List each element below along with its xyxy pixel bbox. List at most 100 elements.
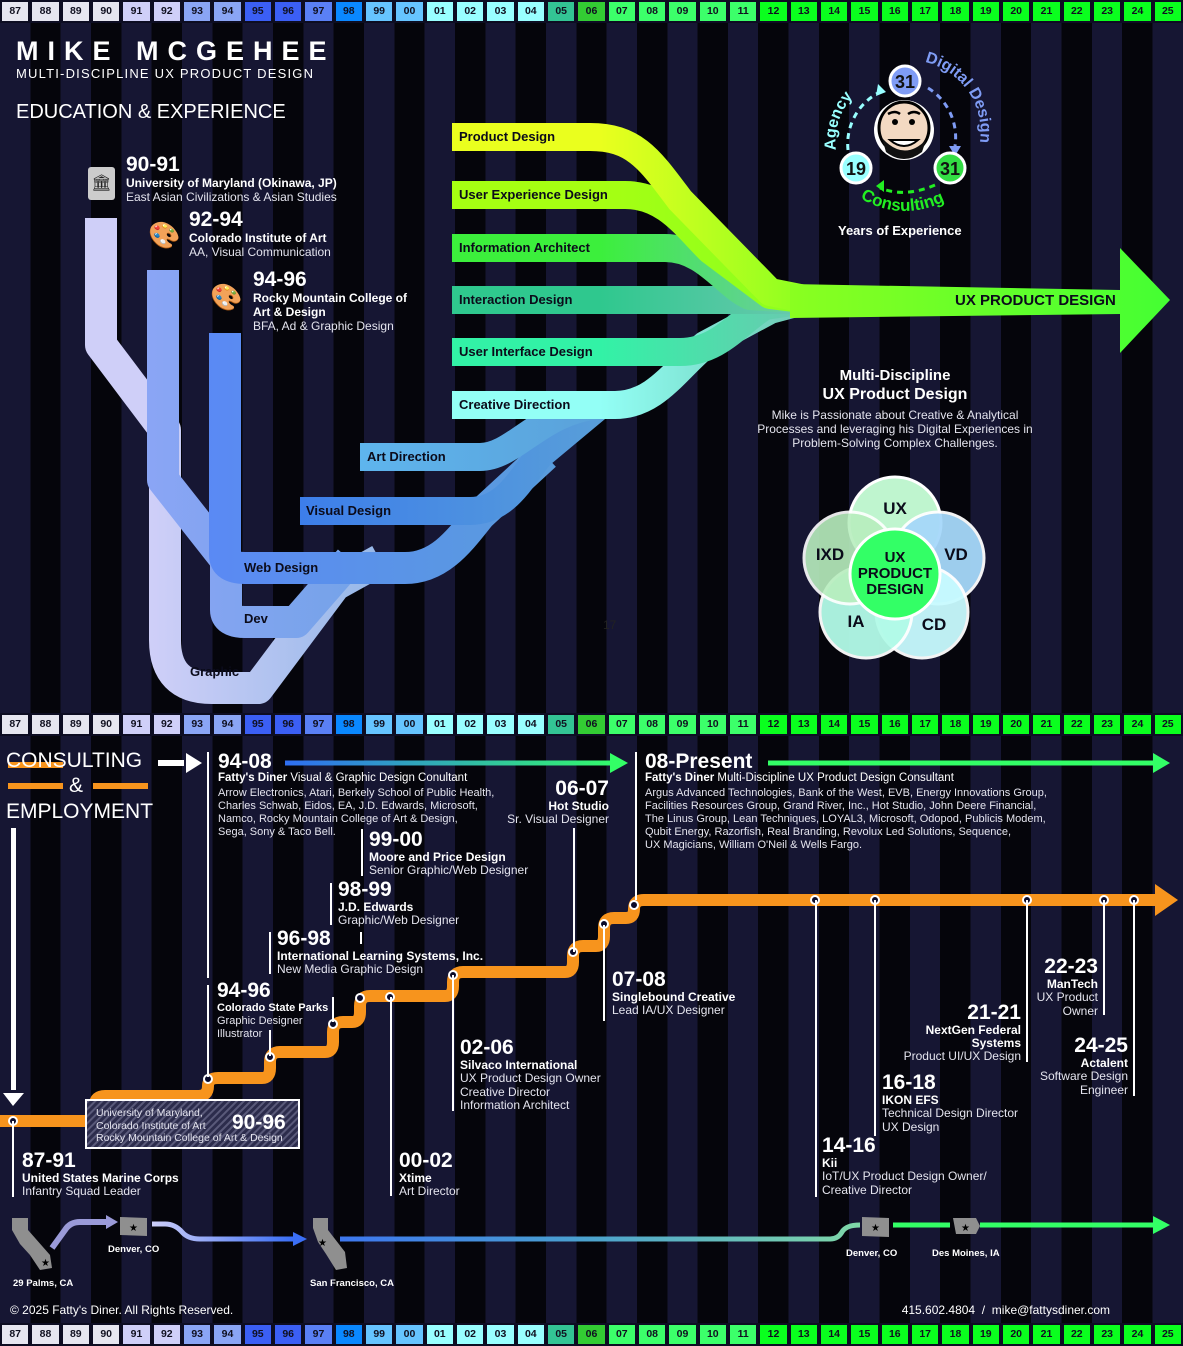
year-badge: 21 — [1033, 715, 1060, 734]
year-badge: 13 — [790, 1325, 817, 1344]
svg-text:★: ★ — [129, 1223, 138, 1234]
year-badge: 08 — [639, 1325, 666, 1344]
year-badge: 12 — [760, 715, 787, 734]
band-label-dev: Dev — [244, 611, 268, 626]
summary-line: Processes and leveraging his Digital Exp… — [757, 422, 1033, 436]
year-badge: 94 — [214, 715, 241, 734]
band-label-graphic: Graphic — [190, 664, 240, 679]
year-badge: 92 — [153, 715, 180, 734]
location-label: Denver, CO — [108, 1244, 160, 1255]
year-badge: 06 — [578, 1325, 605, 1344]
year-badge: 90 — [93, 1325, 120, 1344]
ampersand: & — [69, 774, 84, 797]
year-badge: 02 — [457, 1325, 484, 1344]
client-list: Arrow Electronics, Atari, Berkely School… — [218, 787, 495, 799]
down-arrow-icon — [11, 828, 16, 1090]
year-badge: 89 — [62, 1325, 89, 1344]
year-badge: 24 — [1124, 1325, 1151, 1344]
subtitle: MULTI-DISCIPLINE UX PRODUCT DESIGN — [16, 66, 315, 81]
year-badge: 96 — [275, 715, 302, 734]
edu-years: 94-96 — [253, 268, 307, 291]
year-badge: 00 — [396, 1325, 423, 1344]
svg-text:Digital Design: Digital Design — [924, 49, 994, 143]
iowa-icon — [953, 1218, 980, 1234]
client-list: Facilities Resources Group, Grand River,… — [645, 800, 1037, 812]
band-product — [452, 123, 813, 314]
year-badge: 16 — [881, 1325, 908, 1344]
year-badge: 21 — [1033, 1325, 1060, 1344]
year-badge: 13 — [790, 715, 817, 734]
year-badge: 99 — [366, 715, 393, 734]
svg-text:★: ★ — [871, 1223, 880, 1234]
svg-text:Consulting: Consulting — [858, 185, 946, 215]
year-badge: 94 — [214, 2, 241, 21]
location-label: 29 Palms, CA — [13, 1278, 74, 1289]
year-badge: 08 — [639, 2, 666, 21]
contact-info[interactable]: 415.602.4804 / mike@fattysdiner.com — [901, 1303, 1110, 1317]
job-title-line: Fatty's Diner Multi-Discipline UX Produc… — [645, 772, 954, 784]
california-icon — [12, 1218, 52, 1270]
year-badge: 06 — [578, 2, 605, 21]
year-badge: 18 — [942, 715, 969, 734]
year-badge: 16 — [881, 715, 908, 734]
year-badge: 15 — [851, 1325, 878, 1344]
year-badge: 95 — [244, 1325, 271, 1344]
colorado-icon — [120, 1217, 147, 1236]
job-years: 94-08 — [218, 750, 272, 773]
year-badge: 19 — [972, 715, 999, 734]
year-badge: 22 — [1063, 715, 1090, 734]
year-badge: 22 — [1063, 1325, 1090, 1344]
venn-ia: IA — [847, 612, 865, 631]
year-badge: 19 — [972, 2, 999, 21]
band-label-art-direction: Art Direction — [367, 449, 446, 464]
year-badge: 18 — [942, 1325, 969, 1344]
band-visual — [300, 394, 609, 525]
year-badge: 01 — [426, 715, 453, 734]
year-badge: 96 — [275, 1325, 302, 1344]
year-badge: 11 — [730, 2, 757, 21]
agency-years: 31 — [895, 72, 915, 92]
year-badge: 87 — [2, 2, 29, 21]
year-badge: 90 — [93, 2, 120, 21]
year-badge: 20 — [1003, 1325, 1030, 1344]
consulting-label: Consulting — [858, 185, 946, 215]
summary-line: Mike is Passionate about Creative & Anal… — [771, 408, 1019, 422]
job-title-line: Fatty's Diner Visual & Graphic Design Co… — [218, 772, 468, 784]
location-label: Denver, CO — [846, 1248, 898, 1259]
state-icons — [12, 1217, 980, 1270]
year-badge: 03 — [487, 2, 514, 21]
stray-label: 17 — [603, 618, 617, 632]
university-icon: 🏛 — [88, 167, 115, 200]
year-badge: 88 — [32, 1325, 59, 1344]
band-label-information-architect: Information Architect — [459, 240, 590, 255]
edu-degree: East Asian Civilizations & Asian Studies — [126, 190, 337, 204]
summary-title-1: Multi-Discipline — [839, 367, 951, 384]
client-list: Namco, Rocky Mountain College of Art & D… — [218, 813, 458, 825]
svg-text:Agency: Agency — [822, 88, 856, 150]
consulting-heading: CONSULTING — [6, 749, 143, 772]
year-badge: 05 — [548, 2, 575, 21]
ux-product-design-arrow — [790, 248, 1170, 353]
edu-degree: AA, Visual Communication — [189, 245, 331, 259]
year-badge: 99 — [366, 2, 393, 21]
year-badge: 16 — [881, 2, 908, 21]
edu-years: 90-91 — [126, 153, 180, 176]
client-list: UX Magicians, William O'Neil & Wells Far… — [645, 839, 863, 851]
band-label-ui-design: User Interface Design — [459, 344, 593, 359]
years-of-experience-caption: Years of Experience — [838, 223, 962, 238]
copyright: © 2025 Fatty's Diner. All Rights Reserve… — [10, 1303, 234, 1317]
band-label-ux-design: User Experience Design — [459, 187, 608, 202]
travel-path-2 — [152, 1221, 295, 1242]
year-badge: 23 — [1094, 2, 1121, 21]
year-badge: 24 — [1124, 715, 1151, 734]
year-badge: 25 — [1154, 2, 1181, 21]
